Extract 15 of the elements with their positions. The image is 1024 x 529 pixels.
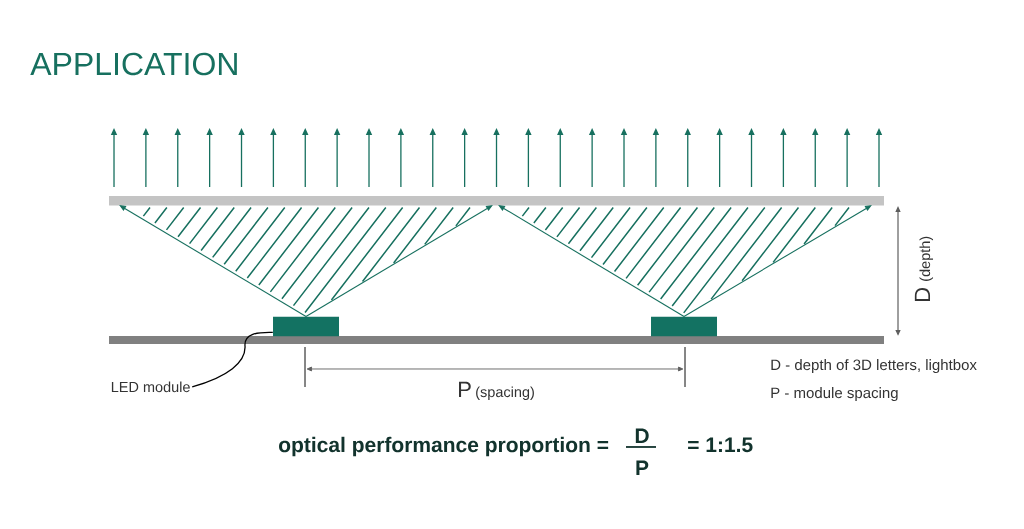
title: APPLICATION bbox=[30, 52, 237, 76]
fraction-denominator: P bbox=[636, 460, 649, 475]
fraction-numerator: D bbox=[635, 428, 649, 443]
leader-line bbox=[191, 331, 274, 388]
led-module bbox=[273, 316, 339, 337]
dimension-label: D bbox=[914, 287, 930, 301]
dimension-label: (depth) bbox=[919, 236, 933, 281]
formula: = 1:1.5 bbox=[688, 437, 753, 453]
dimension-label: (spacing) bbox=[476, 386, 534, 400]
note: P - module spacing bbox=[771, 387, 898, 402]
note: D - depth of 3D letters, lightbox bbox=[771, 359, 977, 374]
dimension-label: P bbox=[459, 381, 471, 397]
formula: optical performance proportion = bbox=[279, 436, 609, 457]
led-module bbox=[651, 316, 717, 337]
callout-label: LED module bbox=[111, 381, 190, 393]
